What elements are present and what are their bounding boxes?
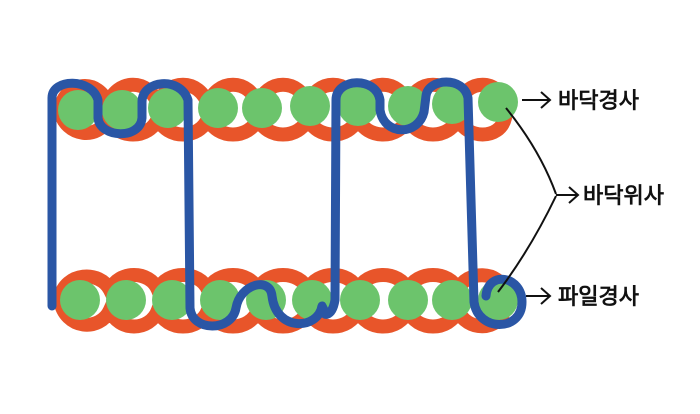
top-green-dot	[242, 88, 282, 128]
bottom-green-dot	[432, 280, 472, 320]
blue-pile-thread	[47, 77, 527, 331]
bottom-green-dot	[106, 280, 146, 320]
bottom-green-dot	[60, 280, 100, 320]
top-green-dot	[148, 88, 188, 128]
bracket-upper-line	[505, 107, 557, 195]
top-green-dot	[338, 86, 378, 126]
bottom-green-dot	[200, 280, 240, 320]
top-row	[53, 77, 518, 142]
bottom-orange-weft-top	[53, 268, 512, 309]
annotations	[497, 91, 580, 305]
bottom-orange-weft-bottom	[53, 289, 512, 334]
label-ground-warp: 바닥경사	[558, 89, 640, 114]
label-ground-weft: 바닥위사	[583, 184, 665, 209]
arrow-middle-head	[568, 186, 580, 204]
bracket-lower-line	[497, 195, 557, 293]
bottom-green-dot	[152, 280, 192, 320]
top-green-dot	[102, 90, 142, 130]
bottom-green-dot	[340, 280, 380, 320]
arrow-bottom-head	[540, 287, 552, 305]
top-green-dot	[198, 88, 238, 128]
top-green-dot	[290, 86, 330, 126]
top-green-dot	[58, 90, 98, 130]
bottom-row	[53, 268, 518, 334]
label-pile-warp: 파일경사	[558, 285, 640, 310]
bottom-green-dot	[388, 280, 428, 320]
arrow-top-head	[540, 91, 552, 109]
